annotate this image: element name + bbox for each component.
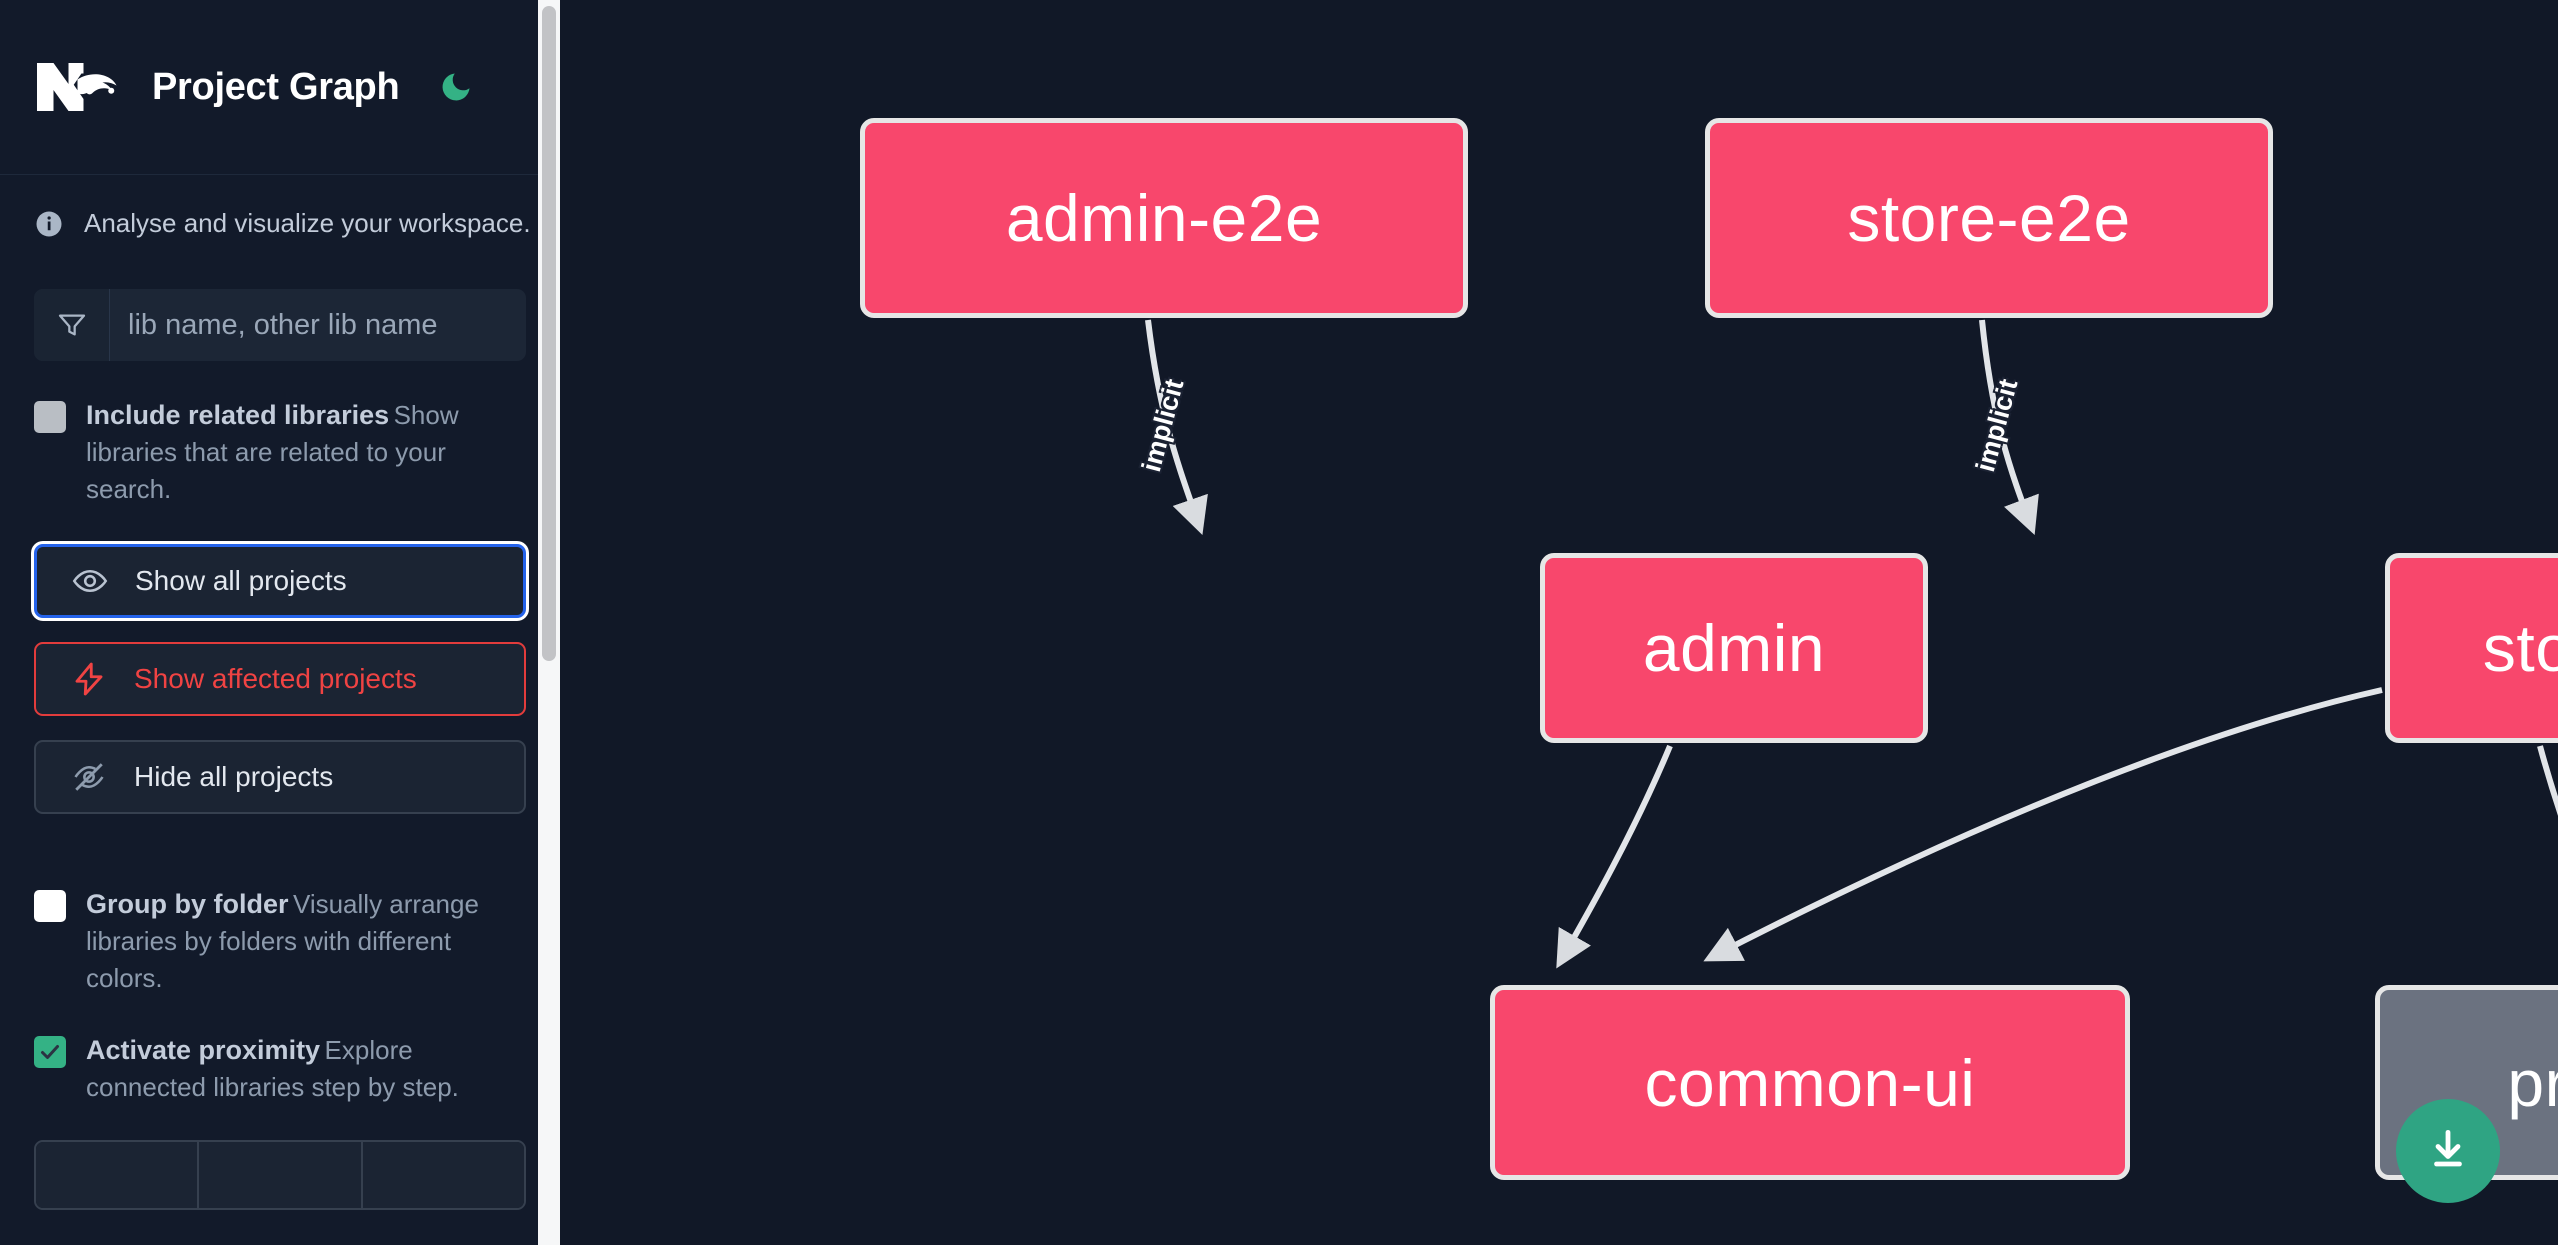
moon-icon[interactable] <box>433 64 479 110</box>
segment-2[interactable] <box>362 1142 524 1209</box>
info-icon <box>34 209 64 239</box>
show-all-projects-button[interactable]: Show all projects <box>34 543 526 618</box>
button-label: Show all projects <box>135 564 347 596</box>
checkbox-group-by-folder[interactable] <box>34 889 66 922</box>
option-description: Visually arrange libraries by folders wi… <box>86 888 479 993</box>
show-affected-projects-button[interactable]: Show affected projects <box>34 641 526 716</box>
graph-node-common-ui[interactable]: common-ui <box>1490 985 2130 1180</box>
option-label: Activate proximity <box>86 1035 321 1066</box>
hide-all-projects-button[interactable]: Hide all projects <box>34 739 526 814</box>
eye-off-icon <box>70 758 108 796</box>
node-label: common-ui <box>1644 1045 1976 1120</box>
node-label: products <box>2507 1045 2558 1120</box>
node-label: store <box>2482 611 2558 685</box>
search-input[interactable] <box>110 289 526 361</box>
graph-node-store-e2e[interactable]: store-e2e <box>1705 118 2273 318</box>
segment-0[interactable] <box>36 1142 200 1209</box>
proximity-step-segmented-control[interactable] <box>34 1140 526 1211</box>
graph-node-admin-e2e[interactable]: admin-e2e <box>860 118 1468 318</box>
eye-icon <box>71 562 109 600</box>
option-label: Include related libraries <box>86 400 390 430</box>
option-include-related-libraries[interactable]: Include related libraries Show libraries… <box>34 397 526 508</box>
sidebar-scrollbar-thumb[interactable] <box>542 6 556 661</box>
search-field[interactable] <box>34 289 526 361</box>
option-activate-proximity[interactable]: Activate proximity Explore connected lib… <box>34 1032 526 1106</box>
node-label: store-e2e <box>1847 181 2131 255</box>
download-icon <box>2423 1124 2473 1179</box>
nx-logo-icon <box>34 56 124 118</box>
graph-node-store[interactable]: store <box>2385 553 2558 743</box>
option-description: Explore connected libraries step by step… <box>86 1035 459 1103</box>
graph-node-admin[interactable]: admin <box>1540 553 1928 743</box>
download-button[interactable] <box>2396 1099 2500 1203</box>
checkbox-activate-proximity[interactable] <box>34 1036 66 1069</box>
option-description: Show libraries that are related to your … <box>86 400 459 504</box>
option-label: Group by folder <box>86 888 289 919</box>
sidebar: Project Graph Analyse and visualize yo <box>0 0 560 1245</box>
segment-1[interactable] <box>199 1142 363 1209</box>
tagline: Analyse and visualize your workspace. <box>0 175 560 239</box>
button-label: Show affected projects <box>134 662 417 694</box>
page-title: Project Graph <box>152 65 400 108</box>
edge-store-e2e-to-store <box>1979 319 2039 535</box>
edge-store-to-common-ui <box>1703 687 2383 962</box>
node-label: admin-e2e <box>1005 181 1323 255</box>
edge-admin-e2e-to-admin <box>1145 319 1208 536</box>
lightning-bolt-icon <box>70 660 108 698</box>
graph-canvas[interactable]: admin-e2e store-e2e admin store common-u… <box>560 0 2558 1245</box>
sidebar-scrollbar-track[interactable] <box>538 0 560 1245</box>
edge-store-to-products <box>2537 745 2558 816</box>
tagline-text: Analyse and visualize your workspace. <box>84 208 531 238</box>
option-group-by-folder[interactable]: Group by folder Visually arrange librari… <box>34 886 526 997</box>
graph-edges <box>1145 319 2558 969</box>
checkbox-include-related-libraries[interactable] <box>34 401 66 433</box>
edge-admin-to-common-ui <box>1556 744 1673 969</box>
button-label: Hide all projects <box>134 760 334 792</box>
node-label: admin <box>1642 611 1826 685</box>
filter-icon <box>34 289 110 361</box>
sidebar-header: Project Graph <box>0 0 560 175</box>
